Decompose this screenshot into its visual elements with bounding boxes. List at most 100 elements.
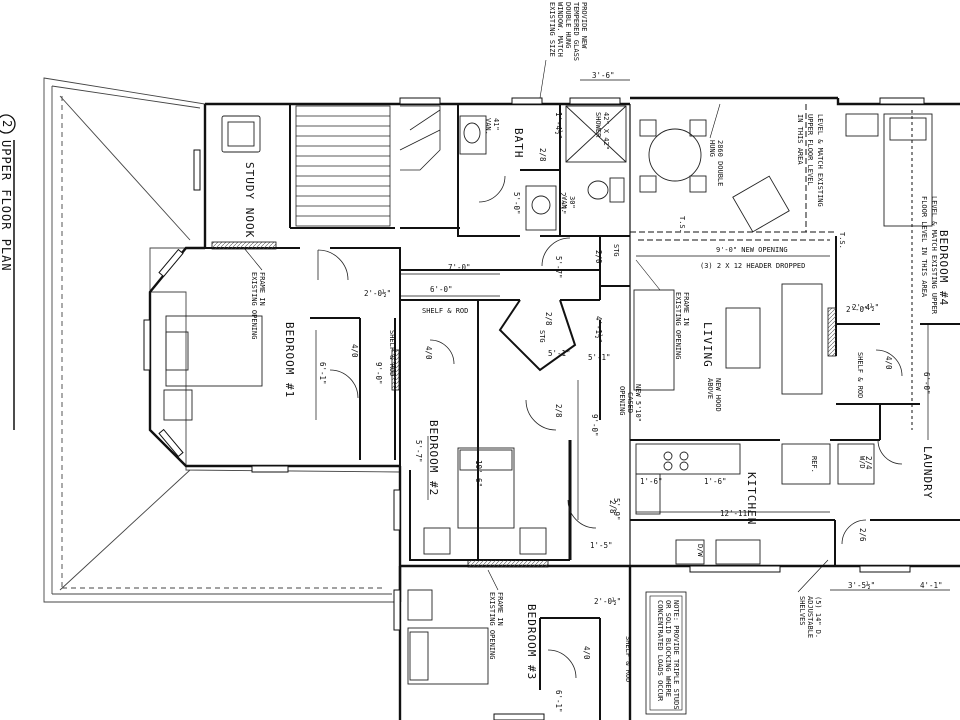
svg-text:VAN.: VAN.: [484, 118, 492, 135]
svg-text:41": 41": [492, 118, 500, 131]
svg-text:2/8: 2/8: [554, 404, 563, 418]
frame-existing-note-3: FRAME IN EXISTING OPENING: [488, 592, 504, 659]
fixtures: [163, 105, 933, 685]
svg-text:LEVEL & MATCH EXISTING UPPER: LEVEL & MATCH EXISTING UPPER: [930, 196, 938, 315]
ref-label: REF.: [810, 456, 818, 473]
svg-text:3'-5½": 3'-5½": [848, 581, 875, 590]
svg-text:FRAME IN: FRAME IN: [496, 592, 504, 626]
svg-text:NEW HOOD: NEW HOOD: [714, 378, 722, 412]
svg-text:1'-5": 1'-5": [590, 541, 613, 550]
svg-text:4/0: 4/0: [582, 646, 591, 660]
svg-text:LEVEL & MATCH EXISTING: LEVEL & MATCH EXISTING: [816, 114, 824, 207]
window-note: PROVIDE NEW TEMPERED GLASS DOUBLE HUNG W…: [548, 2, 588, 61]
frame-existing-note-2: FRAME IN EXISTING OPENING: [674, 292, 690, 359]
svg-text:1'-6": 1'-6": [704, 477, 727, 486]
svg-text:5'-7": 5'-7": [414, 440, 423, 463]
level-match-note-2: LEVEL & MATCH EXISTING UPPER FLOOR LEVEL…: [920, 196, 938, 315]
room-bedroom-1: BEDROOM #1: [283, 322, 296, 398]
svg-text:6'-1": 6'-1": [318, 362, 327, 385]
svg-text:4/0: 4/0: [350, 344, 359, 358]
room-bedroom-3: BEDROOM #3: [525, 604, 538, 680]
svg-text:SHOWER: SHOWER: [594, 112, 602, 138]
svg-text:FRAME IN: FRAME IN: [258, 272, 266, 306]
door-swings: [317, 175, 903, 679]
notes: PROVIDE NEW TEMPERED GLASS DOUBLE HUNG W…: [250, 2, 938, 715]
title-number: 2: [0, 120, 14, 128]
svg-text:ABOVE: ABOVE: [706, 378, 714, 399]
shelf-rod-note-1: SHELF & ROD: [388, 330, 396, 376]
svg-text:2/0: 2/0: [594, 250, 603, 264]
double-hung-note: 2860 DOUBLE HUNG: [708, 140, 724, 186]
svg-text:12'-11": 12'-11": [720, 509, 752, 518]
svg-text:OR SOLID BLOCKING WHERE: OR SOLID BLOCKING WHERE: [664, 600, 672, 697]
svg-text:DOUBLE HUNG: DOUBLE HUNG: [564, 2, 572, 48]
svg-text:CASED: CASED: [626, 392, 634, 413]
shelf-rod-note-4: SHELF & ROD: [624, 636, 632, 682]
svg-text:5'-0": 5'-0": [512, 192, 521, 215]
svg-text:5'-7": 5'-7": [554, 256, 563, 279]
new-opening-note: 9'-0" NEW OPENING: [716, 246, 788, 254]
svg-text:6'-0": 6'-0": [430, 285, 453, 294]
roof-outline: [43, 77, 401, 603]
room-stg-1: STG: [612, 244, 620, 257]
svg-text:CONCENTRATED LOADS OCCUR: CONCENTRATED LOADS OCCUR: [656, 600, 664, 702]
room-laundry: LAUNDRY: [921, 446, 934, 499]
svg-text:5'-1": 5'-1": [548, 349, 571, 358]
svg-text:PROVIDE NEW: PROVIDE NEW: [580, 2, 588, 49]
svg-text:7'-0": 7'-0": [448, 263, 471, 272]
room-living: LIVING: [701, 322, 714, 368]
svg-text:4/0: 4/0: [884, 356, 893, 370]
svg-text:3'-6": 3'-6": [592, 71, 615, 80]
level-match-note-1: LEVEL & MATCH EXISTING UPPER FLOOR LEVEL…: [796, 114, 824, 207]
exterior-walls: [148, 96, 960, 720]
title-text: UPPER FLOOR PLAN: [0, 140, 13, 272]
svg-text:EXISTING SIZE: EXISTING SIZE: [548, 2, 556, 57]
svg-text:FLOOR LEVEL IN THIS AREA: FLOOR LEVEL IN THIS AREA: [920, 196, 928, 298]
room-stg-2: STG: [538, 330, 546, 343]
svg-text:1'-4½": 1'-4½": [554, 112, 563, 139]
dw-label: D/W: [696, 544, 704, 557]
svg-text:4/0: 4/0: [424, 346, 433, 360]
svg-text:9'-0": 9'-0": [374, 362, 383, 385]
svg-text:HUNG: HUNG: [708, 140, 716, 157]
ts-label-2: T.S.: [838, 232, 846, 249]
svg-text:FRAME IN: FRAME IN: [682, 292, 690, 326]
leader-lines: [243, 59, 829, 593]
svg-text:5'-9": 5'-9": [612, 498, 621, 521]
windows: [143, 97, 925, 720]
svg-text:2/8: 2/8: [608, 500, 617, 514]
drawing-title: 2 UPPER FLOOR PLAN: [0, 114, 16, 430]
svg-text:2'-4½": 2'-4½": [852, 303, 879, 312]
new-hood-note: NEW HOOD ABOVE: [706, 378, 722, 412]
svg-text:ADJUSTABLE: ADJUSTABLE: [806, 596, 814, 638]
svg-text:SHELVES: SHELVES: [798, 596, 806, 626]
room-labels: STUDY NOOK BATH BEDROOM #1 BEDROOM #2 BE…: [243, 128, 950, 680]
vanity-41-note: 41" VAN.: [484, 118, 500, 135]
svg-text:42" X 42": 42" X 42": [602, 112, 610, 150]
svg-text:2860 DOUBLE: 2860 DOUBLE: [716, 140, 724, 186]
header-dropped-note: (3) 2 X 12 HEADER DROPPED: [700, 262, 805, 270]
svg-text:EXISTING OPENING: EXISTING OPENING: [674, 292, 682, 359]
shelf-rod-note-3: SHELF & ROD: [856, 352, 864, 398]
adjustable-shelves-note: (5) 14" D. ADJUSTABLE SHELVES: [798, 596, 822, 638]
vanity-30-note: 30" VAN.: [560, 196, 576, 213]
blocking-note: NOTE: PROVIDE TRIPLE STUDS OR SOLID BLOC…: [645, 591, 687, 715]
dimension-lines: [315, 79, 950, 591]
room-study-nook: STUDY NOOK: [243, 162, 256, 238]
dimension-labels: 3'-6" 7'-0" 6'-0" 2'-0½" 2'-0" 2'-0½" 9'…: [318, 71, 943, 713]
svg-text:30": 30": [568, 196, 576, 209]
shelf-rod-note-2: SHELF & ROD: [422, 307, 468, 315]
svg-text:4'-1½": 4'-1½": [594, 316, 603, 343]
svg-text:OPENING: OPENING: [618, 386, 626, 416]
room-bedroom-4: BEDROOM #4: [937, 230, 950, 306]
svg-text:TEMPERED GLASS: TEMPERED GLASS: [572, 2, 580, 61]
svg-text:2/4: 2/4: [864, 456, 873, 470]
svg-text:UPPER FLOOR LEVEL: UPPER FLOOR LEVEL: [806, 114, 814, 186]
svg-text:2/8: 2/8: [544, 312, 553, 326]
room-bath: BATH: [512, 128, 525, 159]
svg-text:1'-6": 1'-6": [640, 477, 663, 486]
svg-text:EXISTING OPENING: EXISTING OPENING: [250, 272, 258, 339]
svg-text:2/8: 2/8: [538, 148, 547, 162]
svg-text:WINDOW. MATCH: WINDOW. MATCH: [556, 2, 564, 57]
